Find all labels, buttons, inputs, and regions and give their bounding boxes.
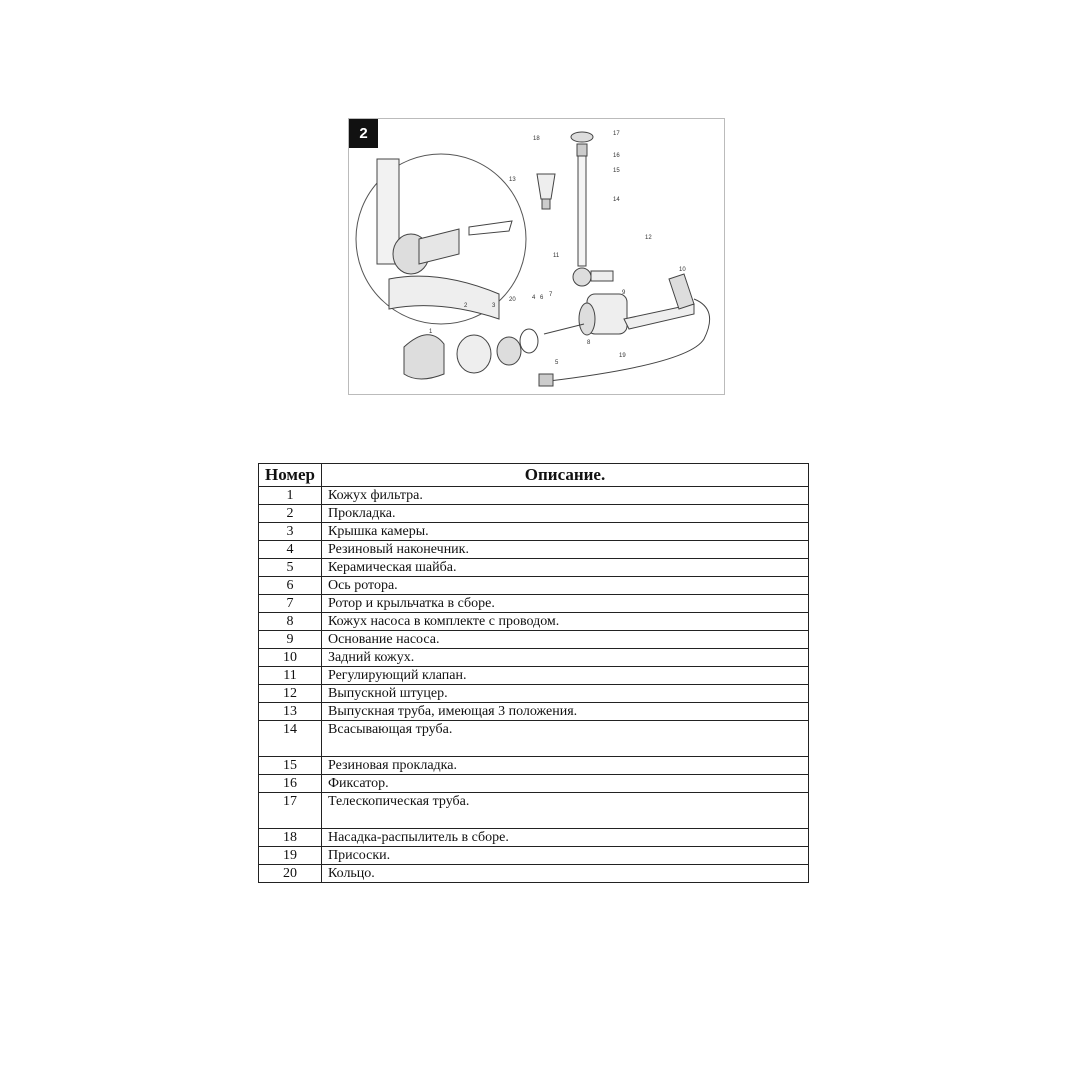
part-description: Выпускная труба, имеющая 3 положения. — [320, 702, 810, 721]
part-description: Резиновая прокладка. — [320, 756, 810, 775]
part-description: Основание насоса. — [320, 630, 810, 649]
svg-text:19: 19 — [619, 353, 626, 359]
part-description: Всасывающая труба. — [320, 720, 810, 757]
part-number: 13 — [258, 702, 322, 721]
part-description: Кольцо. — [320, 864, 810, 883]
svg-text:20: 20 — [509, 297, 516, 303]
svg-text:2: 2 — [464, 303, 468, 309]
table-header-row: Номер Описание. — [258, 463, 810, 487]
part-description: Выпускной штуцер. — [320, 684, 810, 703]
svg-text:18: 18 — [533, 136, 540, 142]
part-description: Регулирующий клапан. — [320, 666, 810, 685]
svg-text:16: 16 — [613, 153, 620, 159]
part-description: Кожух насоса в комплекте с проводом. — [320, 612, 810, 631]
svg-text:6: 6 — [540, 295, 544, 301]
exploded-pump-diagram: 18 17 16 15 14 13 12 11 10 9 8 7 6 5 4 2… — [348, 118, 725, 395]
part-number: 10 — [258, 648, 322, 667]
part-description: Керамическая шайба. — [320, 558, 810, 577]
part-number: 6 — [258, 576, 322, 595]
part-description: Телескопическая труба. — [320, 792, 810, 829]
svg-text:17: 17 — [613, 131, 620, 137]
part-description: Ротор и крыльчатка в сборе. — [320, 594, 810, 613]
svg-text:10: 10 — [679, 267, 686, 273]
pump-drawing: 18 17 16 15 14 13 12 11 10 9 8 7 6 5 4 2… — [355, 131, 711, 387]
part-description: Крышка камеры. — [320, 522, 810, 541]
part-description: Насадка-распылитель в сборе. — [320, 828, 810, 847]
svg-text:15: 15 — [613, 168, 620, 174]
part-number: 19 — [258, 846, 322, 865]
part-number: 5 — [258, 558, 322, 577]
part-description: Прокладка. — [320, 504, 810, 523]
svg-text:4: 4 — [532, 295, 536, 301]
part-description: Ось ротора. — [320, 576, 810, 595]
svg-text:14: 14 — [613, 197, 620, 203]
part-number: 2 — [258, 504, 322, 523]
part-number: 9 — [258, 630, 322, 649]
part-number: 8 — [258, 612, 322, 631]
part-number: 18 — [258, 828, 322, 847]
part-number: 20 — [258, 864, 322, 883]
part-number: 7 — [258, 594, 322, 613]
part-number: 1 — [258, 486, 322, 505]
part-description: Присоски. — [320, 846, 810, 865]
svg-text:9: 9 — [622, 290, 626, 296]
svg-text:7: 7 — [549, 292, 553, 298]
part-number: 11 — [258, 666, 322, 685]
svg-text:3: 3 — [492, 303, 496, 309]
part-number: 3 — [258, 522, 322, 541]
part-description: Резиновый наконечник. — [320, 540, 810, 559]
header-description: Описание. — [320, 463, 810, 487]
figure-number-badge: 2 — [349, 119, 378, 148]
part-number: 16 — [258, 774, 322, 793]
svg-text:8: 8 — [587, 340, 591, 346]
part-number: 4 — [258, 540, 322, 559]
svg-text:5: 5 — [555, 360, 559, 366]
svg-text:13: 13 — [509, 177, 516, 183]
svg-text:12: 12 — [645, 235, 652, 241]
part-number: 15 — [258, 756, 322, 775]
part-number: 17 — [258, 792, 322, 829]
part-description: Задний кожух. — [320, 648, 810, 667]
part-number: 14 — [258, 720, 322, 757]
part-number: 12 — [258, 684, 322, 703]
svg-text:11: 11 — [553, 253, 560, 259]
part-description: Кожух фильтра. — [320, 486, 810, 505]
part-description: Фиксатор. — [320, 774, 810, 793]
header-number: Номер — [258, 463, 322, 487]
svg-text:1: 1 — [429, 329, 433, 335]
